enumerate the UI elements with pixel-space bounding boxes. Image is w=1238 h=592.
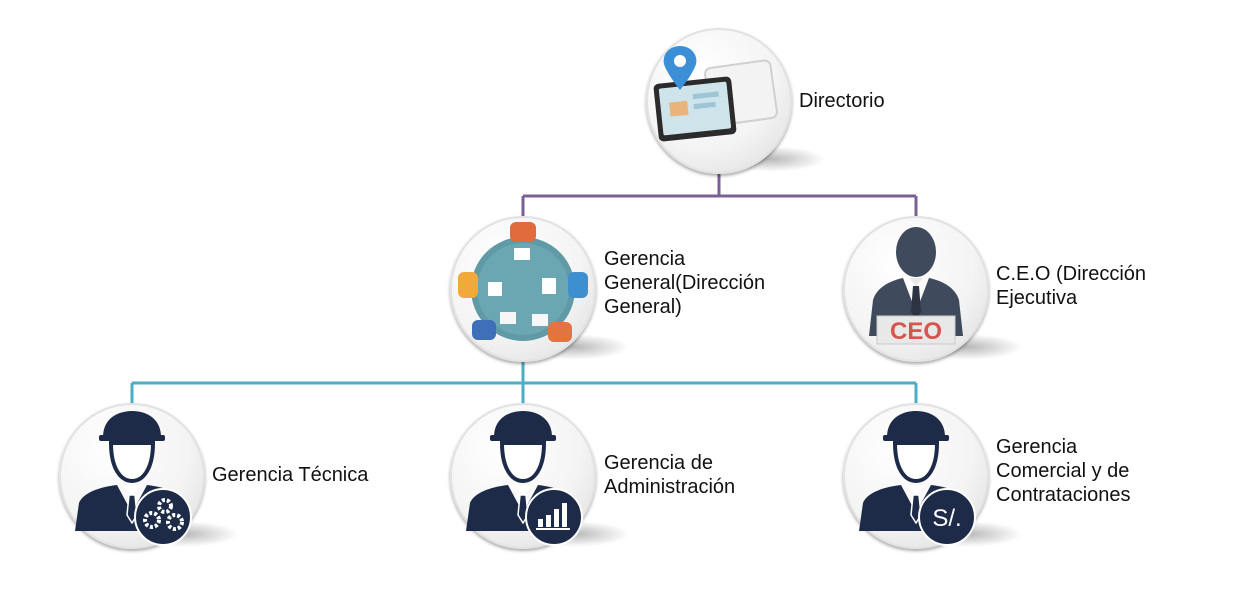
label-line: General(Dirección <box>604 272 766 294</box>
label-line: Comercial y de <box>996 460 1130 482</box>
label-line: Gerencia Técnica <box>212 464 369 486</box>
label-line: Directorio <box>799 90 885 112</box>
label-line: C.E.O (Dirección <box>996 263 1147 285</box>
label-gerencia-comercial: Gerencia Comercial y de Contrataciones <box>996 435 1131 507</box>
meeting-table-icon <box>458 222 588 342</box>
ceo-badge-text: CEO <box>890 318 942 345</box>
node-gerencia-general <box>450 216 630 362</box>
node-gerencia-comercial: S/. <box>843 403 1023 549</box>
node-gerencia-tecnica <box>59 403 239 549</box>
label-line: Gerencia <box>604 248 686 270</box>
node-ceo: CEO <box>843 216 1023 362</box>
bottom-connector <box>130 360 918 405</box>
engineer-currency-icon: S/. <box>859 411 976 546</box>
label-line: Gerencia <box>996 436 1078 458</box>
engineer-gears-icon <box>75 411 192 546</box>
label-directorio: Directorio <box>799 89 885 113</box>
label-line: Gerencia de <box>604 452 713 474</box>
label-line: General) <box>604 296 682 318</box>
label-line: Ejecutiva <box>996 287 1078 309</box>
engineer-chart-icon <box>466 411 583 546</box>
currency-badge-text: S/. <box>932 505 961 532</box>
label-ceo: C.E.O (Dirección Ejecutiva <box>996 262 1146 310</box>
label-gerencia-tecnica: Gerencia Técnica <box>212 463 368 487</box>
label-line: Contrataciones <box>996 484 1131 506</box>
label-gerencia-administracion: Gerencia de Administración <box>604 451 735 499</box>
label-gerencia-general: Gerencia General(Dirección General) <box>604 247 765 319</box>
label-line: Administración <box>604 476 736 498</box>
ceo-person-icon: CEO <box>869 227 963 345</box>
node-gerencia-administracion <box>450 403 630 549</box>
top-connector <box>521 172 918 218</box>
tablet-map-pin-icon <box>653 46 778 142</box>
node-directorio <box>646 28 826 174</box>
